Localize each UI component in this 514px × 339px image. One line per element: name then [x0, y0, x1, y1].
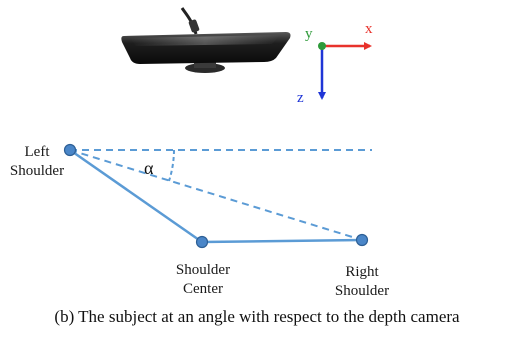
y-axis-label: y — [305, 26, 313, 42]
shoulder-diagram: α Left Shoulder Shoulder Center Right Sh… — [10, 143, 389, 299]
angle-alpha-label: α — [144, 158, 154, 178]
angle-arc — [168, 149, 175, 182]
depth-camera-icon — [121, 7, 291, 73]
left-shoulder-joint — [63, 143, 77, 157]
shoulder-axis-dashed-line — [69, 149, 363, 241]
z-axis-label: z — [297, 90, 304, 106]
coordinate-axes: y x z — [297, 21, 373, 106]
left-to-center-segment — [69, 148, 203, 244]
x-axis-label: x — [365, 21, 373, 37]
y-axis-origin-dot — [318, 42, 326, 50]
right-shoulder-label-line1: Right — [345, 264, 379, 280]
shoulder-center-joint — [195, 235, 209, 249]
shoulder-center-label-line2: Center — [183, 281, 223, 297]
right-shoulder-joint — [355, 233, 369, 247]
figure-caption: (b) The subject at an angle with respect… — [54, 307, 460, 326]
right-shoulder-label-line2: Shoulder — [335, 283, 389, 299]
left-shoulder-label-line2: Shoulder — [10, 163, 64, 179]
left-shoulder-label-line1: Left — [25, 144, 51, 160]
shoulder-center-label-line1: Shoulder — [176, 262, 230, 278]
center-to-right-segment — [201, 238, 363, 244]
